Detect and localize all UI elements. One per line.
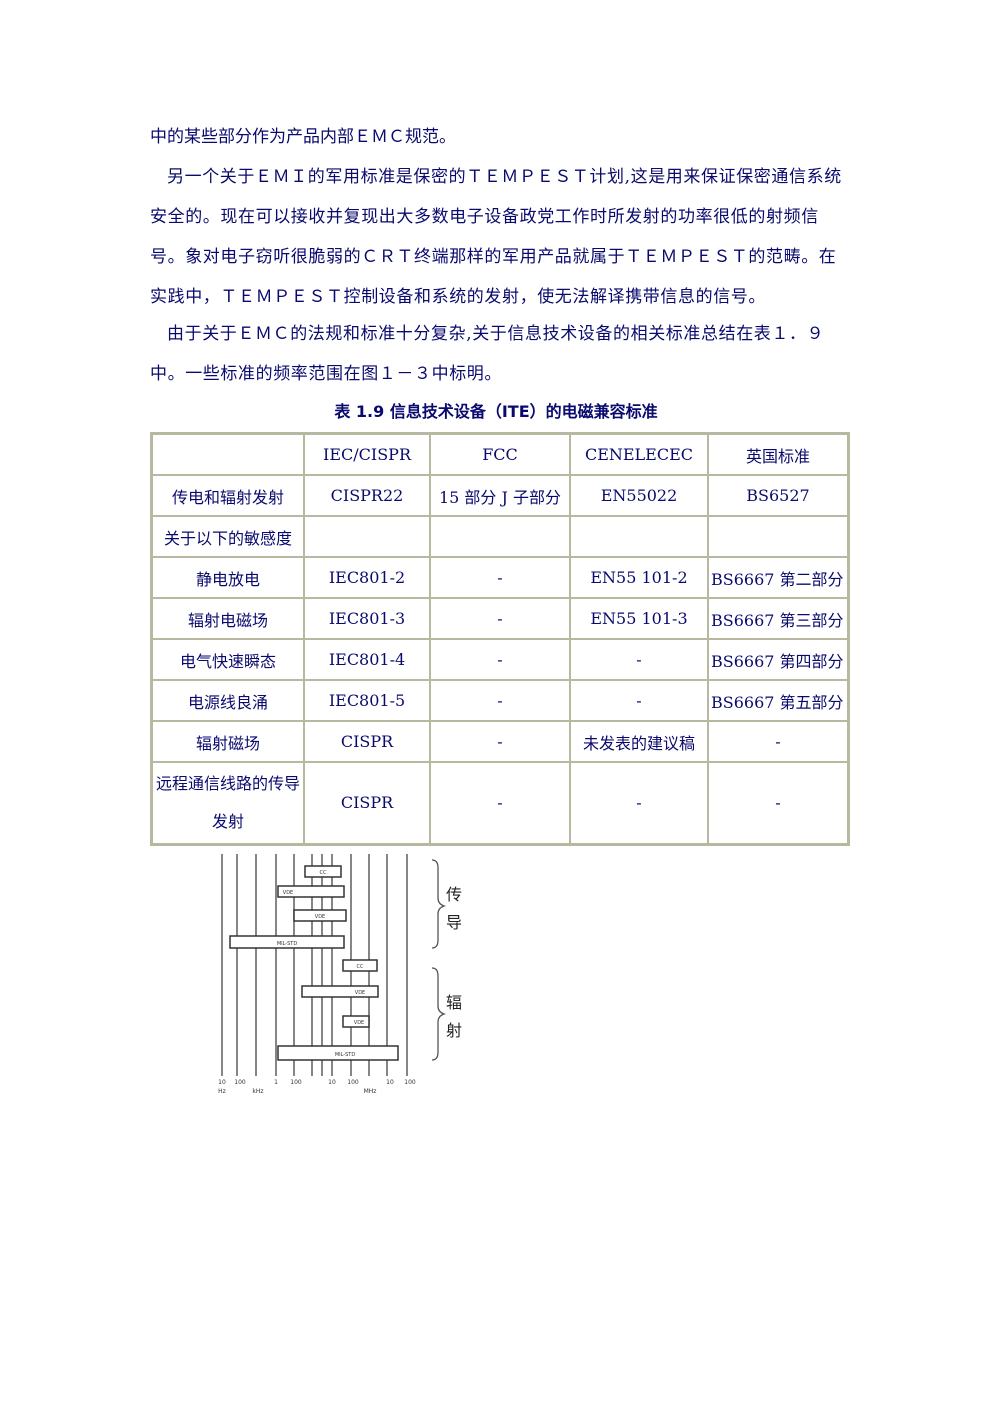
unit-label: Hz [218,1088,226,1095]
table-cell: IEC801-4 [304,639,430,680]
table-cell: 远程通信线路的传导发射 [152,762,304,844]
bar-conducted-milstd [229,935,345,949]
label-conducted-2: 导 [446,913,462,932]
tick-label: 100 [404,1079,416,1086]
header-cell [152,434,304,475]
bar-label: VDE [315,914,325,920]
bar-radiated-cc [342,959,378,972]
table-cell: BS6667 第二部分 [708,557,848,598]
table-cell: IEC801-5 [304,680,430,721]
table-header-row: IEC/CISPR FCC CENELECEC 英国标准 [152,434,848,475]
table-row: 传电和辐射发射 CISPR22 15 部分 J 子部分 EN55022 BS65… [152,475,848,516]
table-cell: - [708,721,848,762]
paragraph-1: 中的某些部分作为产品内部ＥＭＣ规范。 [150,127,456,147]
label-conducted-1: 传 [446,885,462,904]
tick-label: 10 [386,1079,394,1086]
bar-radiated-vde-1 [301,985,379,998]
bar-label: CC [357,964,364,970]
tick-label: 10 [328,1079,336,1086]
table-cell: 未发表的建议稿 [570,721,708,762]
table-cell: CISPR [304,762,430,844]
label-radiated-2: 射 [446,1021,462,1040]
table-cell: 辐射电磁场 [152,598,304,639]
table-cell [430,516,570,557]
table-row: 电源线良涌 IEC801-5 - - BS6667 第五部分 [152,680,848,721]
table-cell: - [430,721,570,762]
table-cell: EN55 101-3 [570,598,708,639]
table-cell: 电源线良涌 [152,680,304,721]
bar-conducted-vde-2 [293,909,347,922]
table-cell: - [570,762,708,844]
table-cell: - [430,598,570,639]
unit-label: kHz [252,1088,263,1095]
table-cell: 辐射磁场 [152,721,304,762]
table-cell: 静电放电 [152,557,304,598]
table-cell [304,516,430,557]
table-cell: 电气快速瞬态 [152,639,304,680]
table-cell [708,516,848,557]
table-cell: BS6667 第三部分 [708,598,848,639]
bar-label: VDE [354,1020,364,1026]
table-cell: EN55022 [570,475,708,516]
table-cell: 传电和辐射发射 [152,475,304,516]
bar-radiated-vde-2 [342,1015,370,1028]
tick-label: 100 [347,1079,359,1086]
header-cell: IEC/CISPR [304,434,430,475]
table-row: 静电放电 IEC801-2 - EN55 101-2 BS6667 第二部分 [152,557,848,598]
table-row: 关于以下的敏感度 [152,516,848,557]
tick-label: 100 [290,1079,302,1086]
tick-label: 1 [274,1079,278,1086]
header-cell: FCC [430,434,570,475]
table-cell: 关于以下的敏感度 [152,516,304,557]
table-cell: - [430,557,570,598]
bar-conducted-vde-1 [277,885,345,898]
radiated-brace [431,967,447,1061]
table-cell: BS6667 第五部分 [708,680,848,721]
standards-table: IEC/CISPR FCC CENELECEC 英国标准 传电和辐射发射 CIS… [150,432,850,846]
table-row: 远程通信线路的传导发射 CISPR - - - [152,762,848,844]
label-radiated-1: 辐 [446,993,462,1012]
table-row: 辐射磁场 CISPR - 未发表的建议稿 - [152,721,848,762]
paragraph-2: 另一个关于ＥＭＩ的军用标准是保密的ＴＥＭＰＥＳＴ计划,这是用来保证保密通信系统安… [150,167,842,307]
bar-conducted-cc [304,865,342,878]
table-cell: IEC801-2 [304,557,430,598]
conducted-brace [431,859,447,949]
table-cell: - [708,762,848,844]
table-cell: - [430,762,570,844]
table-cell: BS6667 第四部分 [708,639,848,680]
table-cell: CISPR [304,721,430,762]
tick-label: 10 [218,1079,226,1086]
bar-radiated-milstd [277,1045,399,1061]
table-cell: - [430,639,570,680]
table-cell: - [570,639,708,680]
header-cell: CENELECEC [570,434,708,475]
table-cell: IEC801-3 [304,598,430,639]
table-cell [570,516,708,557]
tick-label: 100 [234,1079,246,1086]
table-cell: - [430,680,570,721]
table-row: 辐射电磁场 IEC801-3 - EN55 101-3 BS6667 第三部分 [152,598,848,639]
table-cell: - [570,680,708,721]
table-row: 电气快速瞬态 IEC801-4 - - BS6667 第四部分 [152,639,848,680]
bar-label: VDE [283,890,293,896]
header-cell: 英国标准 [708,434,848,475]
bar-label: MIL-STD [335,1052,356,1058]
bar-label: CC [320,870,327,876]
unit-label: MHz [364,1088,377,1095]
table-cell: EN55 101-2 [570,557,708,598]
frequency-range-figure: CC VDE VDE MIL-STD CC VDE VDE MIL-STD 传 … [218,854,462,1095]
bar-label: VDE [355,990,365,996]
table-cell: 15 部分 J 子部分 [430,475,570,516]
table-cell: BS6527 [708,475,848,516]
table-title: 表 1.9 信息技术设备（ITE）的电磁兼容标准 [334,402,658,421]
paragraph-3: 由于关于ＥＭＣ的法规和标准十分复杂,关于信息技术设备的相关标准总结在表１．９中。… [150,324,825,384]
bar-label: MIL-STD [277,941,298,947]
table-cell: CISPR22 [304,475,430,516]
